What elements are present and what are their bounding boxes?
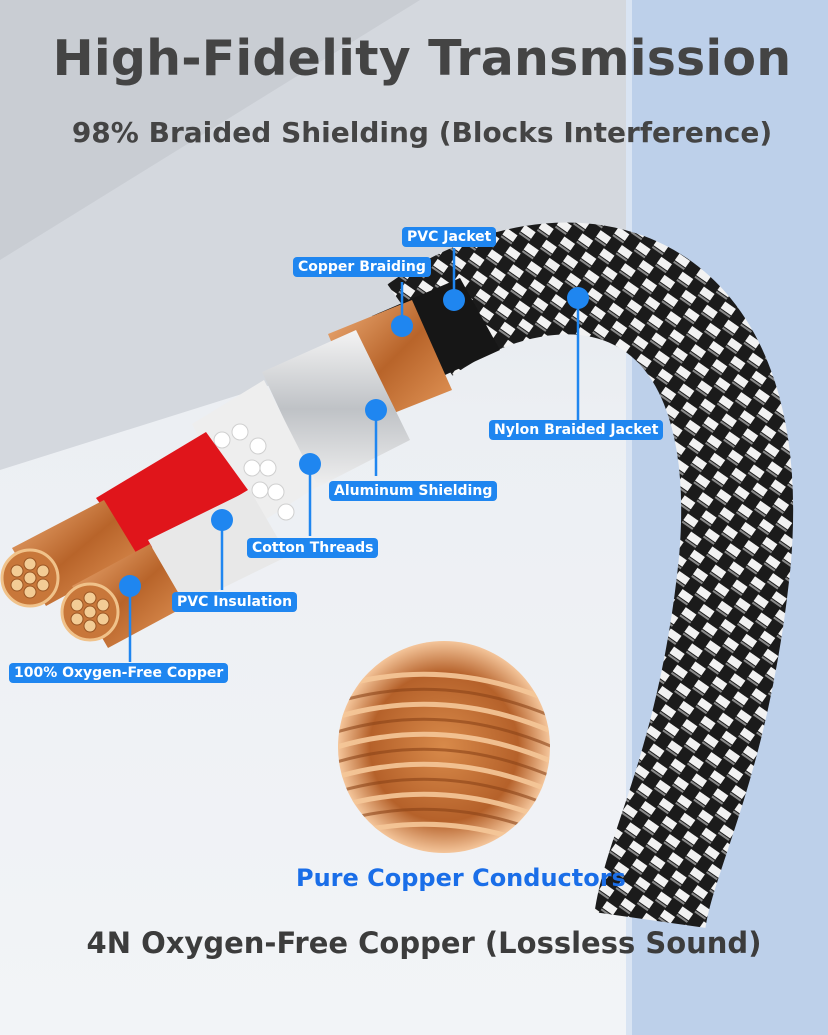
headline: High-Fidelity Transmission <box>52 30 792 87</box>
label-copper-braiding: Copper Braiding <box>293 257 431 277</box>
label-oxygen-free-copper: 100% Oxygen-Free Copper <box>9 663 229 683</box>
copper-caption: Pure Copper Conductors <box>296 864 626 892</box>
label-aluminum-shielding: Aluminum Shielding <box>329 481 498 501</box>
label-pvc-insulation: PVC Insulation <box>172 592 298 612</box>
label-pvc-jacket: PVC Jacket <box>402 227 497 247</box>
label-nylon-braided-jacket: Nylon Braided Jacket <box>489 420 664 440</box>
callout-dots <box>119 287 589 597</box>
subheadline: 98% Braided Shielding (Blocks Interferen… <box>71 116 773 149</box>
label-cotton-threads: Cotton Threads <box>247 538 379 558</box>
bottom-caption: 4N Oxygen-Free Copper (Lossless Sound) <box>86 926 762 960</box>
